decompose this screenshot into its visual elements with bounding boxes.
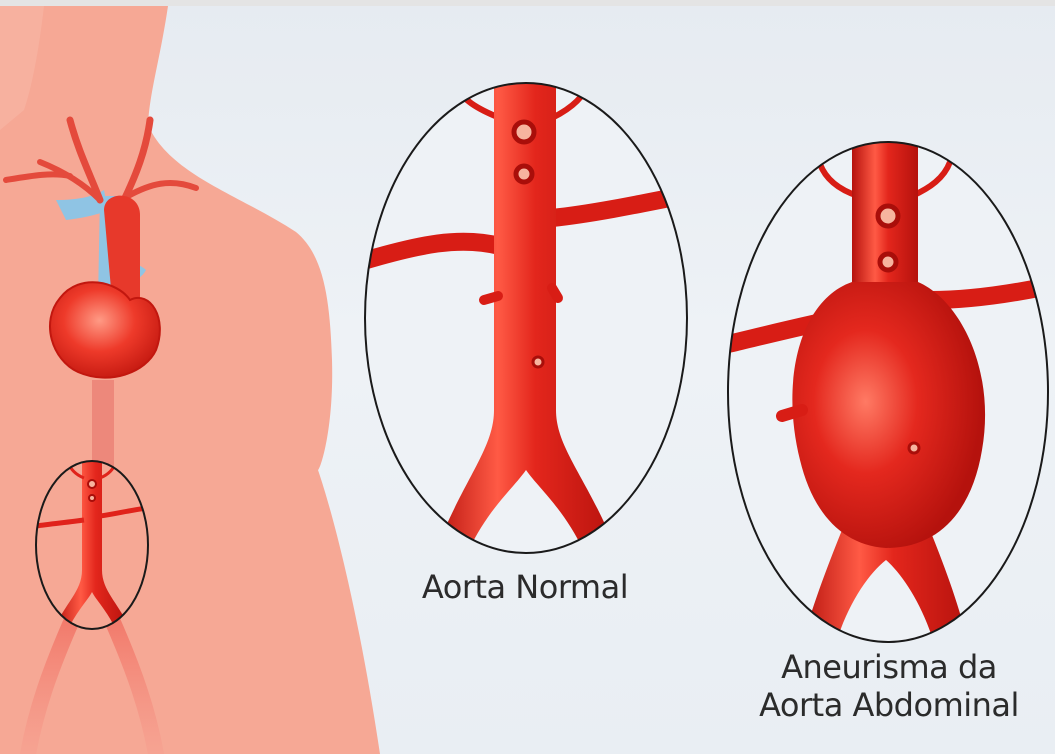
caption-aneurysm: Aneurisma da Aorta Abdominal — [728, 648, 1050, 724]
caption-aneurysm-line2: Aorta Abdominal — [728, 686, 1050, 724]
descending-aorta — [92, 380, 114, 470]
caption-normal-aorta: Aorta Normal — [380, 568, 670, 606]
normal-aorta-panel — [360, 40, 690, 560]
caption-aneurysm-line1: Aneurisma da — [728, 648, 1050, 686]
aneurysm-aorta-panel — [728, 130, 1048, 650]
small-aorta-inset — [36, 460, 148, 630]
